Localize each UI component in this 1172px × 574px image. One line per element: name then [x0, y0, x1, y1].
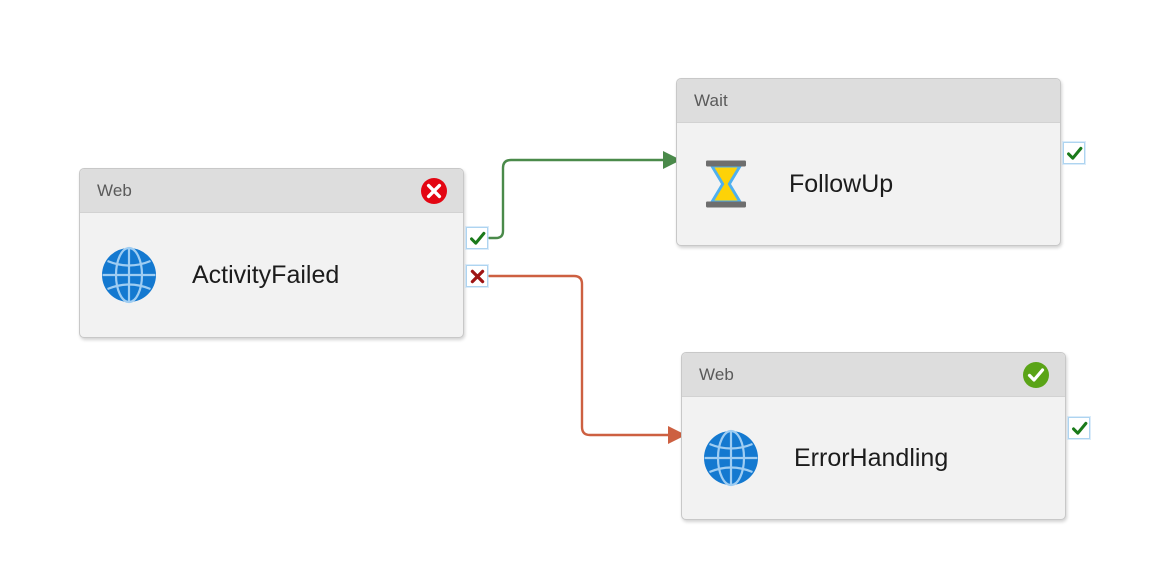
- node-body: FollowUp: [677, 123, 1060, 245]
- edge-success-path: [487, 158, 666, 240]
- node-body: ErrorHandling: [682, 397, 1065, 519]
- node-header: Web: [682, 353, 1065, 397]
- edge-error-connector[interactable]: [487, 274, 686, 444]
- node-name-label: ErrorHandling: [794, 443, 949, 472]
- node-type-label: Web: [97, 180, 132, 200]
- error-circle-icon: [420, 177, 448, 205]
- success-circle-icon: [1022, 361, 1050, 389]
- node-error-handling[interactable]: Web: [681, 352, 1066, 520]
- handle-activity-failed-success[interactable]: [466, 227, 488, 249]
- handle-follow-up-success[interactable]: [1063, 142, 1085, 164]
- node-type-label: Web: [699, 364, 734, 384]
- node-type-label: Wait: [694, 90, 728, 110]
- green-check-icon: [469, 231, 485, 245]
- handle-error-handling-success[interactable]: [1068, 417, 1090, 439]
- globe-icon: [100, 246, 158, 304]
- node-name-label: FollowUp: [789, 169, 894, 198]
- node-body: ActivityFailed: [80, 213, 463, 337]
- edge-error-path: [487, 274, 671, 437]
- node-activity-failed[interactable]: Web: [79, 168, 464, 338]
- node-name-label: ActivityFailed: [192, 260, 340, 289]
- node-header: Web: [80, 169, 463, 213]
- node-follow-up[interactable]: Wait FollowUp: [676, 78, 1061, 246]
- red-cross-icon: [470, 269, 484, 283]
- handle-activity-failed-error[interactable]: [466, 265, 488, 287]
- edge-success-connector[interactable]: [487, 151, 681, 240]
- green-check-icon: [1066, 146, 1082, 160]
- hourglass-icon: [697, 155, 755, 213]
- node-header: Wait: [677, 79, 1060, 123]
- green-check-icon: [1071, 421, 1087, 435]
- globe-icon: [702, 429, 760, 487]
